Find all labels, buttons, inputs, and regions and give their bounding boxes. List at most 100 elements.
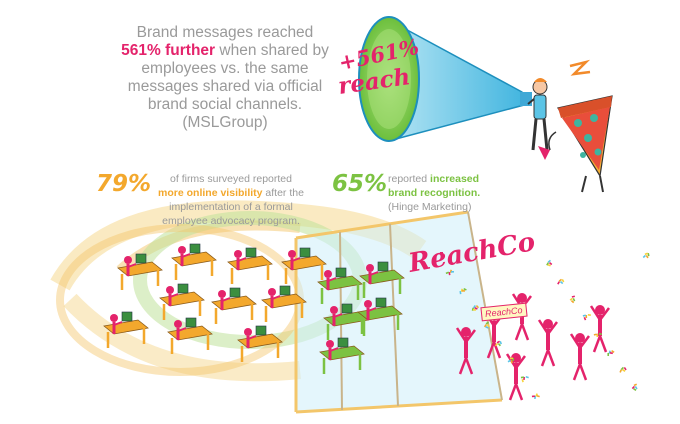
confetti-piece — [485, 321, 489, 325]
confetti-piece — [622, 369, 626, 372]
confetti-piece — [598, 333, 602, 336]
confetti-piece — [485, 325, 489, 329]
confetti-piece — [445, 271, 449, 275]
stat-65-line: reported — [388, 173, 428, 185]
desk-workstation — [211, 287, 257, 324]
celebrating-person — [569, 333, 590, 381]
confetti-piece — [509, 357, 513, 360]
megaphone-holder-figure — [527, 78, 549, 151]
confetti-piece — [494, 343, 499, 347]
confetti-piece — [548, 262, 553, 266]
confetti-piece — [623, 367, 627, 371]
desk-workstation — [317, 267, 363, 304]
celebrating-person — [589, 305, 610, 353]
confetti-piece — [510, 360, 513, 364]
stat-79-line: employee advocacy program. — [162, 215, 300, 227]
desk-workstation — [261, 285, 307, 322]
stat-65-source: (Hinge Marketing) — [388, 201, 472, 213]
confetti-piece — [450, 270, 454, 273]
confetti-piece — [642, 254, 646, 259]
headline-highlight: 561% further — [121, 42, 216, 59]
desk-workstation — [359, 261, 405, 298]
confetti-piece — [547, 259, 552, 263]
confetti-piece — [571, 295, 575, 298]
desk-workstation — [357, 297, 403, 334]
confetti-piece — [631, 385, 636, 390]
confetti-piece — [461, 290, 465, 292]
confetti-piece — [536, 395, 540, 398]
confetti-piece — [597, 331, 600, 335]
confetti-piece — [633, 383, 637, 387]
confetti-piece — [608, 350, 611, 354]
headline-line: brand social channels. — [147, 96, 303, 113]
confetti-piece — [611, 350, 615, 353]
confetti-piece — [559, 281, 564, 285]
confetti-piece — [474, 307, 478, 310]
confetti-piece — [593, 333, 597, 336]
desk-workstation — [319, 337, 365, 374]
confetti-piece — [459, 291, 462, 295]
desk-workstation — [281, 247, 327, 284]
confetti-piece — [472, 305, 477, 309]
desk-workstation — [167, 317, 213, 354]
confetti-piece — [609, 351, 613, 355]
stat-79-value: 79% — [96, 171, 152, 197]
confetti-piece — [644, 252, 648, 256]
desk-workstation — [171, 243, 217, 280]
stat-79-line: of firms surveyed reported — [170, 173, 292, 185]
confetti-piece — [472, 308, 476, 311]
confetti-piece — [645, 255, 649, 259]
headline-text: Brand messages reached 561% further when… — [110, 24, 340, 132]
confetti-piece — [570, 300, 575, 304]
confetti-piece — [634, 385, 638, 390]
headline-line: Brand messages reached — [136, 24, 314, 41]
confetti-piece — [535, 393, 538, 397]
confetti-piece — [483, 324, 487, 328]
confetti-piece — [546, 262, 549, 266]
confetti-piece — [633, 388, 637, 392]
confetti-piece — [531, 395, 535, 398]
megaphone — [358, 16, 532, 142]
confetti-piece — [499, 341, 502, 345]
stat-79-line: after the — [262, 187, 304, 199]
stat-65-highlight: increased — [430, 173, 480, 185]
confetti-piece — [496, 340, 501, 344]
confetti-piece — [587, 314, 591, 317]
stat-65-highlight: brand recognition. — [388, 187, 481, 199]
desk-workstation — [237, 325, 283, 362]
confetti-piece — [557, 281, 560, 285]
stat-65-value: 65% — [332, 171, 388, 197]
confetti-piece — [507, 359, 511, 363]
confetti-piece — [583, 316, 587, 321]
desk-workstation — [159, 283, 205, 320]
stat-79-highlight: more online visibility — [158, 187, 263, 199]
confetti-piece — [647, 253, 650, 257]
headline-line: employees vs. the same — [141, 60, 309, 77]
confetti-piece — [607, 353, 610, 357]
headline-line: messages shared via official — [127, 78, 323, 95]
pizza-character — [538, 59, 613, 193]
confetti-piece — [582, 314, 586, 317]
confetti-piece — [475, 305, 480, 309]
desk-workstation — [103, 311, 149, 348]
confetti-piece — [525, 375, 529, 379]
confetti — [440, 252, 650, 399]
confetti-piece — [569, 297, 574, 301]
confetti-piece — [558, 278, 562, 282]
confetti-piece — [561, 279, 565, 283]
office-desks — [103, 243, 405, 374]
celebrating-person — [455, 327, 476, 375]
confetti-piece — [440, 252, 443, 254]
confetti-piece — [486, 324, 491, 328]
confetti-piece — [521, 379, 524, 383]
stat-65-description: reported increased brand recognition. (H… — [388, 172, 508, 214]
confetti-piece — [448, 272, 451, 276]
confetti-piece — [520, 376, 525, 379]
confetti-piece — [547, 264, 551, 267]
headline-source: (MSLGroup) — [182, 114, 268, 131]
desk-workstation — [227, 247, 273, 284]
confetti-piece — [620, 366, 624, 371]
confetti-piece — [619, 369, 623, 373]
